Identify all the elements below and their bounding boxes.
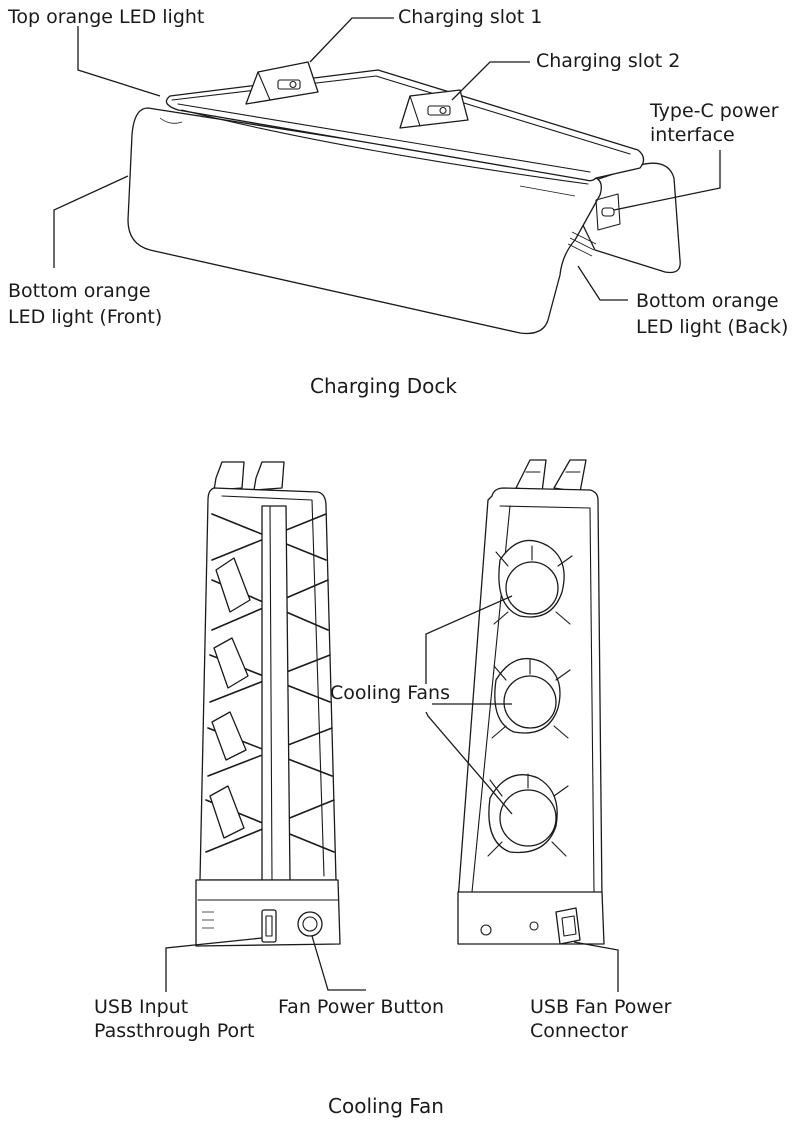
label-charging-slot-2: Charging slot 2 [536,50,681,72]
label-usb-fan-power-line2: Connector [530,1020,628,1042]
label-cooling-fans: Cooling Fans [330,682,450,704]
label-usb-input-line1: USB Input [94,996,189,1018]
label-top-led: Top orange LED light [8,6,205,28]
label-fan-power-button: Fan Power Button [278,996,445,1018]
label-bottom-back-line1: Bottom orange [636,290,779,312]
charging-dock-illustration [53,17,721,335]
label-bottom-back-line2: LED light (Back) [636,316,789,338]
cooling-fan-back-illustration [425,459,619,992]
label-usb-fan-power-line1: USB Fan Power [530,996,672,1018]
label-usb-input-line2: Passthrough Port [94,1020,255,1042]
caption-cooling-fan: Cooling Fan [328,1094,444,1118]
label-typec-line1: Type-C power [650,100,779,122]
label-bottom-front-line2: LED light (Front) [8,306,163,328]
label-bottom-front-line1: Bottom orange [8,280,151,302]
label-charging-slot-1: Charging slot 1 [398,6,543,28]
cooling-fan-front-illustration [165,461,366,992]
caption-charging-dock: Charging Dock [310,374,457,398]
label-typec-line2: interface [650,124,735,146]
